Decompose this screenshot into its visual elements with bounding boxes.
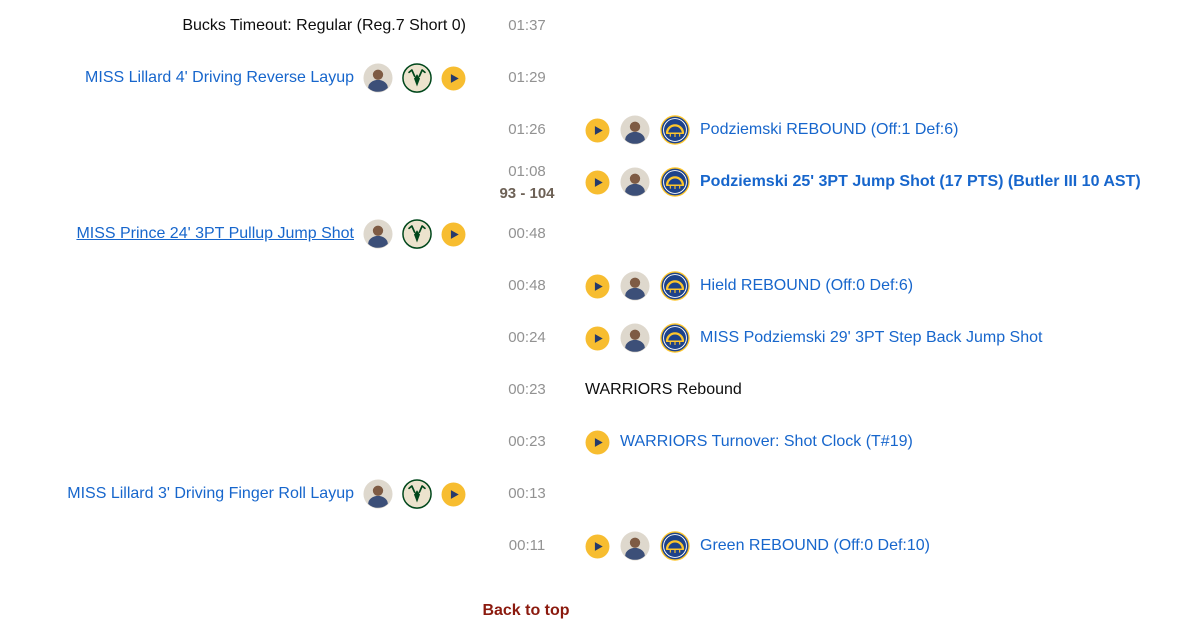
clock-cell: 00:24 bbox=[472, 329, 582, 347]
player-avatar bbox=[620, 115, 650, 145]
clock-cell: 00:11 bbox=[472, 537, 582, 555]
play-description[interactable]: Hield REBOUND (Off:0 Def:6) bbox=[700, 277, 914, 294]
game-clock: 00:48 bbox=[508, 277, 546, 294]
warriors-logo-icon bbox=[660, 271, 690, 301]
clock-cell: 01:26 bbox=[472, 121, 582, 139]
bucks-play-cell: MISS Prince 24' 3PT Pullup Jump Shot bbox=[0, 219, 472, 249]
play-description[interactable]: MISS Podziemski 29' 3PT Step Back Jump S… bbox=[700, 329, 1043, 346]
play-row: MISS Prince 24' 3PT Pullup Jump Shot bbox=[0, 208, 1177, 260]
play-video-icon[interactable] bbox=[585, 326, 610, 351]
warriors-play-cell: MISS Podziemski 29' 3PT Step Back Jump S… bbox=[582, 323, 1177, 353]
warriors-play-cell: Green REBOUND (Off:0 Def:10) bbox=[582, 531, 1177, 561]
game-clock: 01:26 bbox=[508, 121, 546, 138]
play-description[interactable]: MISS Prince 24' 3PT Pullup Jump Shot bbox=[76, 225, 354, 242]
player-avatar bbox=[620, 323, 650, 353]
bucks-play-cell: MISS Lillard 4' Driving Reverse Layup bbox=[0, 63, 472, 93]
game-clock: 00:23 bbox=[508, 433, 546, 450]
game-clock: 00:23 bbox=[508, 381, 546, 398]
warriors-play-cell: WARRIORS Turnover: Shot Clock (T#19) bbox=[582, 430, 1177, 455]
play-video-icon[interactable] bbox=[585, 430, 610, 455]
clock-cell: 01:08 93 - 104 bbox=[472, 163, 582, 202]
play-description[interactable]: MISS Lillard 4' Driving Reverse Layup bbox=[85, 69, 354, 86]
player-avatar bbox=[620, 271, 650, 301]
play-description[interactable]: Green REBOUND (Off:0 Def:10) bbox=[700, 537, 930, 554]
score-update: 93 - 104 bbox=[499, 184, 555, 202]
bucks-logo-icon bbox=[402, 63, 432, 93]
bucks-play-cell: Bucks Timeout: Regular (Reg.7 Short 0) bbox=[0, 16, 472, 36]
clock-cell: 00:13 bbox=[472, 485, 582, 503]
play-row: 00:23 WARRIORS Rebound bbox=[0, 364, 1177, 416]
play-row: MISS Lillard 3' Driving Finger Roll Layu… bbox=[0, 468, 1177, 520]
play-video-icon[interactable] bbox=[441, 66, 466, 91]
play-video-icon[interactable] bbox=[441, 482, 466, 507]
play-video-icon[interactable] bbox=[585, 534, 610, 559]
warriors-play-cell: Podziemski REBOUND (Off:1 Def:6) bbox=[582, 115, 1177, 145]
warriors-logo-icon bbox=[660, 167, 690, 197]
back-to-top-link[interactable]: Back to top bbox=[482, 602, 570, 619]
play-row: 00:24 bbox=[0, 312, 1177, 364]
bucks-logo-icon bbox=[402, 219, 432, 249]
clock-cell: 01:37 bbox=[472, 17, 582, 35]
warriors-play-cell: Hield REBOUND (Off:0 Def:6) bbox=[582, 271, 1177, 301]
play-description[interactable]: WARRIORS Turnover: Shot Clock (T#19) bbox=[620, 433, 913, 450]
player-avatar bbox=[363, 63, 393, 93]
player-avatar bbox=[620, 531, 650, 561]
bucks-play-cell: MISS Lillard 3' Driving Finger Roll Layu… bbox=[0, 479, 472, 509]
game-clock: 00:13 bbox=[508, 485, 546, 502]
play-video-icon[interactable] bbox=[585, 170, 610, 195]
clock-cell: 00:23 bbox=[472, 381, 582, 399]
clock-cell: 00:48 bbox=[472, 225, 582, 243]
bucks-logo-icon bbox=[402, 479, 432, 509]
footer: Back to top bbox=[0, 602, 1052, 620]
warriors-play-cell: WARRIORS Rebound bbox=[582, 380, 1177, 400]
clock-cell: 00:48 bbox=[472, 277, 582, 295]
play-row: 01:26 bbox=[0, 104, 1177, 156]
play-row: 00:11 bbox=[0, 520, 1177, 572]
play-video-icon[interactable] bbox=[441, 222, 466, 247]
play-description[interactable]: Podziemski 25' 3PT Jump Shot (17 PTS) (B… bbox=[700, 173, 1141, 190]
play-by-play-list: Bucks Timeout: Regular (Reg.7 Short 0) 0… bbox=[0, 0, 1177, 572]
player-avatar bbox=[363, 219, 393, 249]
play-description: Bucks Timeout: Regular (Reg.7 Short 0) bbox=[182, 17, 466, 34]
play-description: WARRIORS Rebound bbox=[585, 381, 742, 398]
warriors-logo-icon bbox=[660, 115, 690, 145]
play-row: 00:23 WARRIORS Turnover: Shot Clock (T#1… bbox=[0, 416, 1177, 468]
warriors-logo-icon bbox=[660, 531, 690, 561]
play-video-icon[interactable] bbox=[585, 118, 610, 143]
player-avatar bbox=[363, 479, 393, 509]
play-row: 01:08 93 - 104 bbox=[0, 156, 1177, 208]
game-clock: 00:24 bbox=[508, 329, 546, 346]
game-clock: 01:08 bbox=[508, 162, 546, 180]
player-avatar bbox=[620, 167, 650, 197]
play-video-icon[interactable] bbox=[585, 274, 610, 299]
play-row: Bucks Timeout: Regular (Reg.7 Short 0) 0… bbox=[0, 0, 1177, 52]
clock-cell: 00:23 bbox=[472, 433, 582, 451]
play-row: 00:48 bbox=[0, 260, 1177, 312]
game-clock: 00:48 bbox=[508, 225, 546, 242]
game-clock: 01:29 bbox=[508, 69, 546, 86]
play-description[interactable]: MISS Lillard 3' Driving Finger Roll Layu… bbox=[67, 485, 354, 502]
play-description[interactable]: Podziemski REBOUND (Off:1 Def:6) bbox=[700, 121, 959, 138]
play-row: MISS Lillard 4' Driving Reverse Layup bbox=[0, 52, 1177, 104]
game-clock: 01:37 bbox=[508, 17, 546, 34]
warriors-play-cell: Podziemski 25' 3PT Jump Shot (17 PTS) (B… bbox=[582, 167, 1177, 197]
warriors-logo-icon bbox=[660, 323, 690, 353]
clock-cell: 01:29 bbox=[472, 69, 582, 87]
game-clock: 00:11 bbox=[508, 537, 546, 554]
